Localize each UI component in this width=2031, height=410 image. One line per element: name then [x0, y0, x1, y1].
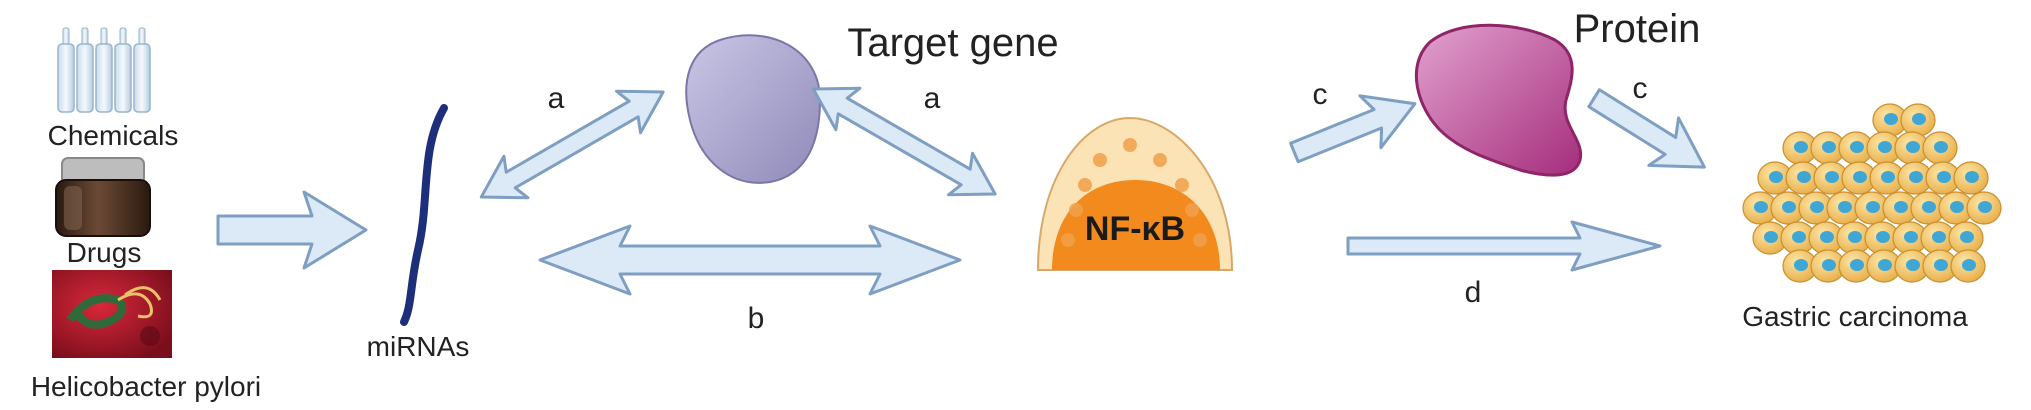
arrow-d-nfkb-gastric: [1346, 220, 1662, 272]
nfkb-complex-icon: [1036, 116, 1234, 271]
drugs-label: Drugs: [67, 237, 142, 268]
mirnas-label: miRNAs: [367, 331, 470, 362]
arrow-a-target-gene-nfkb: [811, 86, 997, 197]
gastric-carcinoma-label: Gastric carcinoma: [1742, 301, 1968, 332]
gastric-carcinoma-cells-icon: [1742, 103, 2002, 283]
arrow-inputs-to-mirnas: [216, 190, 368, 270]
chemicals-label: Chemicals: [48, 120, 179, 151]
label-b: b: [748, 302, 765, 335]
helicobacter-image-icon: [52, 270, 172, 358]
label-d: d: [1465, 276, 1482, 309]
target-gene-shape: [685, 34, 822, 184]
target-gene-label: Target gene: [847, 21, 1058, 65]
drug-jar-icon: [55, 157, 151, 237]
label-a-left: a: [548, 82, 565, 115]
protein-shape: [1414, 23, 1583, 177]
nfkb-label: NF-κB: [1085, 210, 1185, 248]
mirna-strand-icon: [400, 104, 448, 326]
arrow-c-nfkb-protein: [1289, 94, 1417, 164]
chemicals-vials-icon: [57, 27, 151, 113]
helicobacter-label: Helicobacter pylori: [31, 371, 261, 402]
arrow-a-mirna-target-gene: [479, 89, 665, 200]
label-a-right: a: [924, 82, 941, 115]
label-c-right: c: [1633, 72, 1648, 105]
arrow-c-protein-gastric: [1587, 88, 1706, 169]
protein-label: Protein: [1574, 7, 1701, 51]
arrow-b-mirna-nfkb: [538, 224, 962, 296]
label-c-left: c: [1313, 78, 1328, 111]
